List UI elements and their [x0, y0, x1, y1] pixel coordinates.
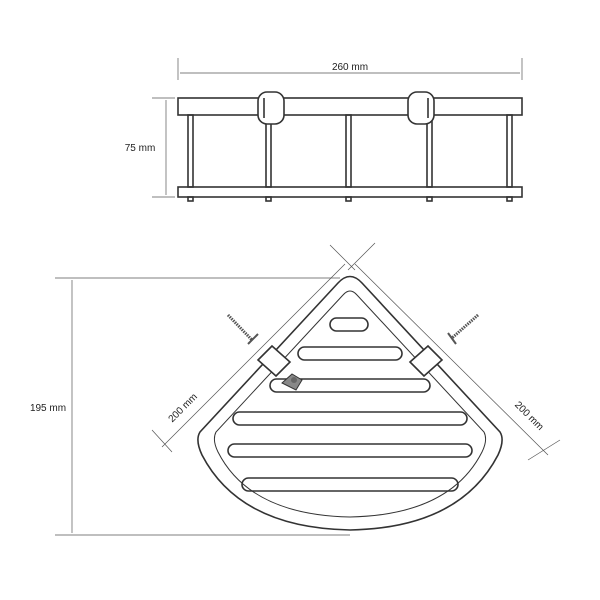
- wall-clamp-left: [256, 344, 292, 378]
- mounting-bracket: [281, 373, 303, 391]
- plan-view: 195 mm 200 mm 200 mm: [30, 242, 561, 536]
- top-rail: [177, 97, 523, 116]
- width-label: 260 mm: [332, 62, 368, 73]
- basket-outline: [197, 275, 503, 531]
- posts: [187, 114, 513, 202]
- basket-inner-outline: [213, 290, 487, 518]
- screw-left-icon: [226, 313, 259, 345]
- basket-slots: [227, 317, 473, 492]
- screw-right-icon: [447, 313, 479, 345]
- wall-clamp-right: [407, 91, 435, 125]
- bottom-rail: [177, 186, 523, 198]
- height-label: 75 mm: [125, 143, 156, 154]
- left-side-dimension-line: [161, 263, 346, 448]
- depth-label: 195 mm: [30, 403, 66, 414]
- left-side-label: 200 mm: [167, 392, 200, 425]
- top-view: 260 mm 75 mm: [125, 58, 523, 202]
- wall-clamp-left: [257, 91, 285, 125]
- wall-clamp-right: [408, 344, 444, 378]
- right-side-label: 200 mm: [512, 400, 545, 433]
- right-side-dimension-line: [354, 263, 549, 456]
